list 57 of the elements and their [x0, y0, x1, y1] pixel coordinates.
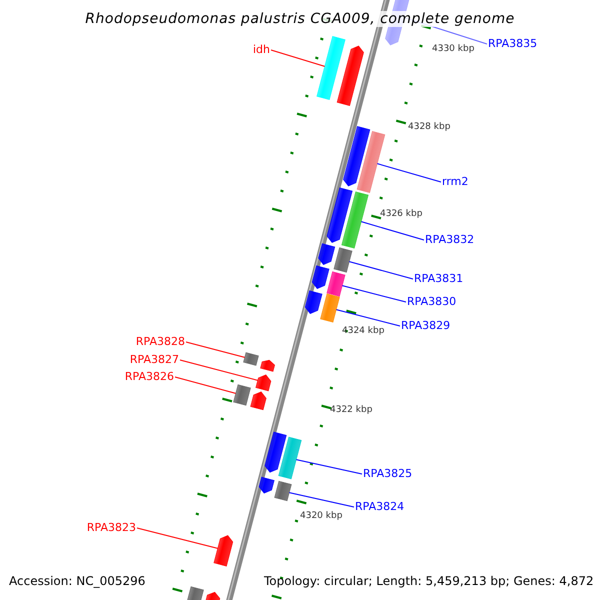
gene-block [320, 294, 340, 322]
gene-block [274, 480, 292, 502]
leader-line [336, 309, 400, 326]
gene-label: RPA3830 [407, 295, 456, 308]
gene-label: rrm2 [442, 175, 468, 188]
gene-block [326, 271, 346, 297]
gene-block [243, 352, 259, 366]
gene-label: RPA3824 [355, 500, 404, 513]
gene-block [204, 592, 220, 600]
gene-block [256, 374, 272, 392]
gene-block [343, 126, 370, 186]
gene-block [318, 243, 336, 265]
leader-line [288, 492, 354, 508]
accession-text: Accession: NC_005296 [9, 574, 146, 589]
leader-line [360, 221, 424, 240]
title: Rhodopseudomonas palustris CGA009, complete genome [83, 11, 517, 27]
gene-block [334, 247, 352, 273]
gene-block [326, 188, 353, 243]
gene-block [233, 384, 251, 406]
summary-text: Topology: circular; Length: 5,459,213 bp; Genes: 4,872 [264, 574, 594, 589]
leader-line [348, 261, 414, 280]
gene-block [304, 290, 322, 314]
gene-block [214, 535, 234, 566]
scale-label: 4324 kbp [342, 326, 384, 337]
gene-block [186, 586, 204, 600]
scale-label: 4326 kbp [380, 209, 422, 220]
gene-label: RPA3835 [488, 37, 538, 50]
scale-label: 4320 kbp [300, 511, 342, 522]
gene-block [312, 265, 330, 289]
leader-line [270, 50, 326, 67]
gene-block [341, 192, 369, 248]
gene-block [336, 46, 364, 106]
gene-block [260, 360, 275, 372]
leader-line [186, 342, 246, 358]
gene-label: RPA3825 [363, 467, 412, 480]
gene-label: RPA3832 [425, 233, 474, 246]
scale-label: 4328 kbp [408, 122, 450, 133]
gene-block [264, 432, 287, 473]
leader-line [174, 376, 236, 394]
gene-label: RPA3829 [401, 319, 450, 332]
leader-line [376, 163, 442, 182]
gene-block [250, 392, 266, 410]
leader-line [136, 528, 218, 549]
leader-line [180, 360, 258, 381]
leader-line [296, 459, 362, 474]
gene-label: idh [252, 43, 270, 56]
gene-block [258, 476, 274, 494]
scale-label: 4322 kbp [330, 405, 372, 416]
gene-label: RPA3831 [414, 272, 464, 285]
scale-label: 4330 kbp [432, 44, 474, 55]
gene-block [316, 36, 346, 100]
gene-label: RPA3828 [136, 335, 185, 348]
leader-line [342, 285, 406, 302]
gene-block [356, 131, 386, 193]
gene-label: RPA3823 [86, 521, 136, 534]
gene-label: RPA3827 [130, 353, 179, 366]
gene-label: RPA3826 [124, 370, 174, 383]
